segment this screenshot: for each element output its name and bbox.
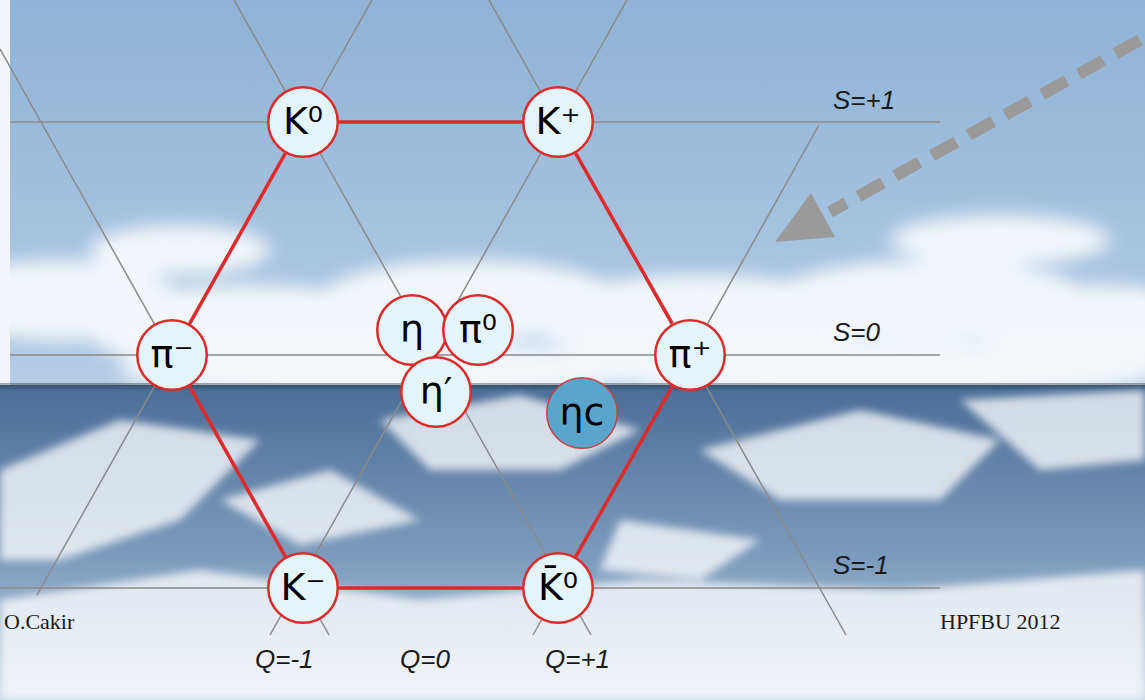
node-circle [523, 87, 593, 157]
node-circle [655, 320, 725, 390]
particle-symbol: η′ [420, 372, 453, 412]
axis-label: Q=0 [400, 645, 450, 674]
node-circle [547, 378, 618, 449]
particle-node: π⁰ [442, 294, 514, 366]
octet-edge [190, 386, 286, 556]
dashed-arrow [775, 40, 1140, 242]
octet-edge [339, 120, 522, 124]
particle-symbol: K̄⁰ [538, 568, 578, 608]
node-circle [268, 87, 338, 157]
axis-label: S=0 [833, 318, 880, 347]
node-circle [401, 357, 471, 427]
node-circle [268, 553, 338, 623]
particle-node: K⁰ [267, 86, 339, 158]
node-circle [443, 295, 513, 365]
node-circle [377, 295, 447, 365]
octet-edge [190, 153, 286, 323]
node-circle [137, 320, 207, 390]
particle-symbol: π⁺ [669, 335, 712, 375]
particle-node: ηc [546, 377, 618, 449]
axis-label: S=+1 [833, 86, 895, 115]
particle-node: π⁺ [654, 319, 726, 391]
credit-note: O.Cakir [4, 610, 74, 634]
grid-lines [0, 0, 940, 635]
particle-symbol: K⁰ [283, 102, 323, 142]
axis-label: S=-1 [833, 551, 889, 580]
node-circle [523, 553, 593, 623]
particle-symbol: ηc [560, 393, 605, 433]
particle-symbol: π⁰ [459, 310, 497, 350]
axis-label: Q=-1 [255, 645, 314, 674]
axis-label: Q=+1 [545, 645, 610, 674]
particle-symbol: π⁻ [151, 335, 194, 375]
octet-edge [339, 586, 522, 590]
particle-symbol: η [400, 310, 424, 350]
particle-node: K⁺ [522, 86, 594, 158]
credit-note: HPFBU 2012 [940, 610, 1060, 634]
octet-edge [576, 153, 673, 323]
particle-node: η [376, 294, 448, 366]
particle-symbol: K⁻ [281, 568, 326, 608]
particle-symbol: K⁺ [536, 102, 581, 142]
particle-node: π⁻ [136, 319, 208, 391]
mountain [0, 385, 1145, 700]
particle-node: η′ [400, 356, 472, 428]
particle-node: K̄⁰ [522, 552, 594, 624]
clouds [0, 215, 1145, 400]
particle-node: K⁻ [267, 552, 339, 624]
